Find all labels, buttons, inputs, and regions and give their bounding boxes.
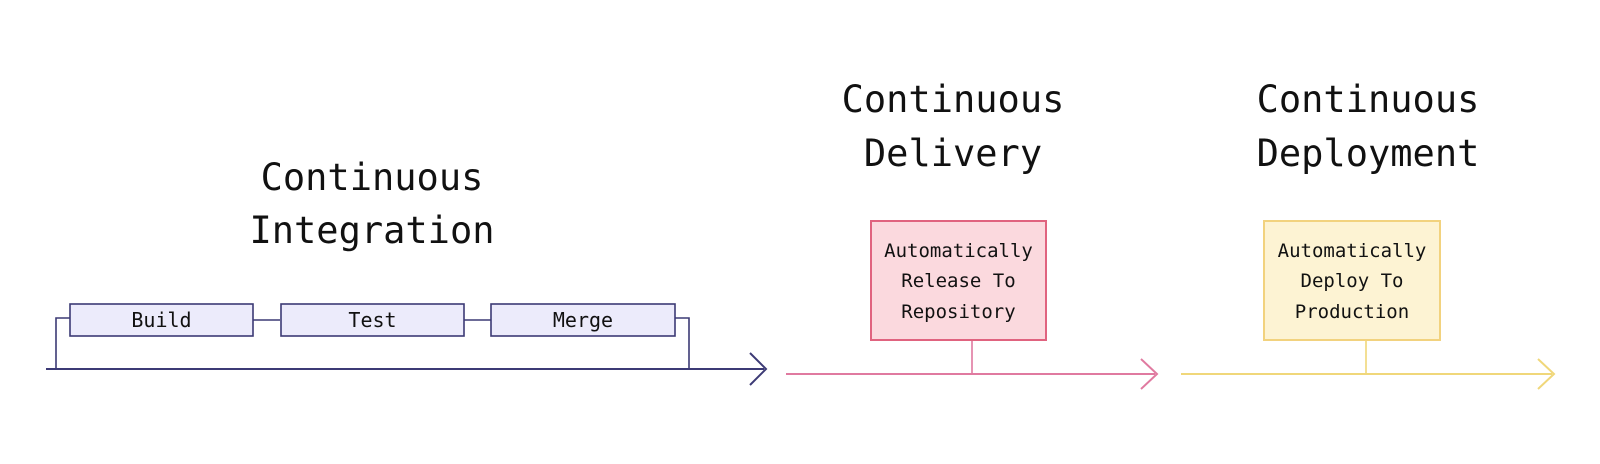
ci-arrow: [46, 352, 768, 386]
ci-step-build: Build: [69, 303, 254, 337]
delivery-title: Continuous Delivery: [842, 78, 1065, 175]
deployment-section: Continuous Deployment Automatically Depl…: [1181, 78, 1556, 390]
ci-step-test: Test: [280, 303, 465, 337]
delivery-box-line3: Repository: [901, 301, 1015, 323]
delivery-arrow: [786, 358, 1159, 390]
deployment-box-line1: Automatically: [1278, 240, 1427, 262]
deployment-title-line1: Continuous: [1257, 78, 1480, 121]
ci-left-bracket: [55, 317, 70, 368]
delivery-box-line1: Automatically: [884, 240, 1033, 262]
ci-section: Continuous Integration Build Test Merge: [46, 156, 768, 386]
ci-step-test-label: Test: [348, 308, 396, 332]
deployment-box: Automatically Deploy To Production: [1263, 220, 1441, 341]
delivery-title-line2: Delivery: [864, 132, 1042, 175]
deployment-arrow: [1181, 358, 1556, 390]
deployment-box-line2: Deploy To: [1301, 270, 1404, 292]
deployment-box-line3: Production: [1295, 301, 1409, 323]
delivery-box: Automatically Release To Repository: [870, 220, 1047, 341]
delivery-section: Continuous Delivery Automatically Releas…: [786, 78, 1159, 390]
ci-step-merge: Merge: [490, 303, 676, 337]
ci-title-line1: Continuous: [261, 156, 484, 199]
deployment-title-line2: Deployment: [1257, 132, 1480, 175]
ci-title: Continuous Integration: [249, 156, 494, 252]
deployment-title: Continuous Deployment: [1257, 78, 1480, 175]
ci-right-bracket: [675, 317, 690, 368]
ci-step-build-label: Build: [131, 308, 191, 332]
ci-step-merge-label: Merge: [553, 308, 613, 332]
delivery-title-line1: Continuous: [842, 78, 1065, 121]
delivery-box-line2: Release To: [901, 270, 1015, 292]
ci-title-line2: Integration: [249, 209, 494, 252]
